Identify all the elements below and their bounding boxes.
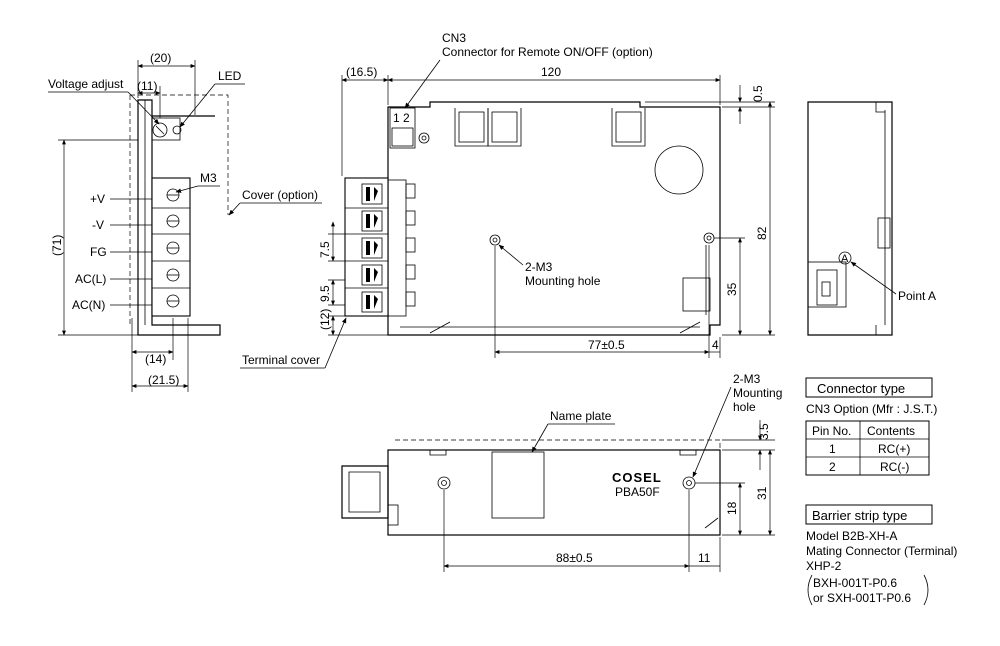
mounting-hole-label: Mounting hole	[525, 274, 601, 288]
terminal-screws	[166, 188, 180, 308]
bottom-mount-label-2: hole	[733, 400, 756, 414]
bottom-view: COSEL PBA50F Name plate 2-M3 Mounting ho…	[341, 372, 782, 572]
point-a-marker	[838, 251, 852, 265]
point-a-label: Point A	[898, 289, 936, 303]
terminal-label-pv: +V	[90, 192, 105, 206]
terminal-cover-label: Terminal cover	[242, 353, 320, 367]
barrier-strip-xhp: XHP-2	[806, 559, 842, 573]
terminal-label-acn: AC(N)	[72, 298, 105, 312]
dim-11: (11)	[137, 79, 157, 93]
pin-table-header-pin: Pin No.	[812, 424, 851, 438]
dim-88: 88±0.5	[556, 551, 593, 565]
voltage-adjust-pot	[151, 117, 181, 141]
dim-77: 77±0.5	[588, 338, 625, 352]
dim-3-5: 3.5	[757, 423, 771, 440]
barrier-strip-model: Model B2B-XH-A	[806, 529, 897, 543]
pin-table: Pin No. Contents 1 RC(+) 2 RC(-)	[805, 420, 930, 476]
terminal-cover-block	[344, 177, 416, 317]
capacitor	[654, 145, 704, 195]
left-side-view: Voltage adjust LED M3 Cover (option) +V …	[48, 51, 322, 392]
name-plate-label: Name plate	[550, 409, 612, 423]
dim-9-5: 9.5	[318, 285, 332, 302]
right-side-view: A Point A	[807, 101, 936, 336]
pcb-components	[454, 108, 711, 315]
open-paren	[807, 574, 813, 606]
dim-18: 18	[725, 501, 739, 515]
terminal-label-nv: -V	[92, 218, 104, 232]
dim-31: 31	[755, 486, 769, 500]
barrier-strip-terminal-2: or SXH-001T-P0.6	[813, 591, 911, 605]
bottom-mount-label: Mounting	[733, 386, 782, 400]
barrier-strip-mating: Mating Connector (Terminal)	[806, 544, 957, 558]
top-view: 1 2	[240, 31, 775, 369]
connector-type-section: Connector type CN3 Option (Mfr : J.S.T.)…	[805, 377, 937, 476]
voltage-adjust-label: Voltage adjust	[48, 77, 124, 91]
model-name: PBA50F	[615, 485, 660, 499]
cover-option-label: Cover (option)	[242, 188, 318, 202]
barrier-strip-section: Barrier strip type Model B2B-XH-A Mating…	[805, 504, 957, 606]
dim-82: 82	[755, 226, 769, 240]
dim-7-5: 7.5	[318, 241, 332, 258]
connector-type-title: Connector type	[817, 381, 905, 396]
pin-table-row1-contents: RC(+)	[878, 442, 910, 456]
pin-table-row2-contents: RC(-)	[880, 460, 909, 474]
barrier-strip-terminal-1: BXH-001T-P0.6	[813, 576, 897, 590]
dim-4: 4	[712, 338, 719, 352]
cn3-title: CN3	[442, 31, 466, 45]
name-plate	[491, 451, 545, 519]
pin-table-row2-pin: 2	[829, 460, 836, 474]
mounting-hole-count: 2-M3	[525, 260, 553, 274]
close-paren	[923, 574, 929, 606]
brand-logo: COSEL	[612, 470, 662, 485]
pin-table-row1-pin: 1	[829, 442, 836, 456]
cn3-connector	[389, 107, 416, 149]
dim-20: (20)	[150, 51, 171, 65]
pin-table-header-contents: Contents	[867, 424, 915, 438]
dim-0-5: 0.5	[751, 85, 765, 102]
terminal-label-acl: AC(L)	[75, 272, 106, 286]
dim-120: 120	[541, 65, 561, 79]
dim-14: (14)	[145, 352, 166, 366]
dim-71: (71)	[50, 235, 64, 256]
dim-16-5: (16.5)	[346, 65, 377, 79]
dim-35: 35	[725, 282, 739, 296]
dim-12: (12)	[318, 309, 332, 330]
led-label: LED	[218, 69, 242, 83]
cn3-pin1: 1	[393, 111, 400, 125]
cn3-pin2: 2	[403, 111, 410, 125]
dim-21-5: (21.5)	[148, 373, 179, 387]
terminal-label-fg: FG	[90, 245, 107, 259]
point-a-letter: A	[841, 253, 849, 265]
bottom-mount-count: 2-M3	[733, 372, 761, 386]
dim-11-bottom: 11	[698, 551, 711, 565]
connector-type-subtitle: CN3 Option (Mfr : J.S.T.)	[806, 402, 937, 416]
barrier-strip-title: Barrier strip type	[812, 508, 907, 523]
cn3-description: Connector for Remote ON/OFF (option)	[442, 45, 653, 59]
voltage-adjust-knob	[152, 122, 168, 138]
led-indicator	[172, 125, 182, 135]
m3-label: M3	[200, 171, 217, 185]
